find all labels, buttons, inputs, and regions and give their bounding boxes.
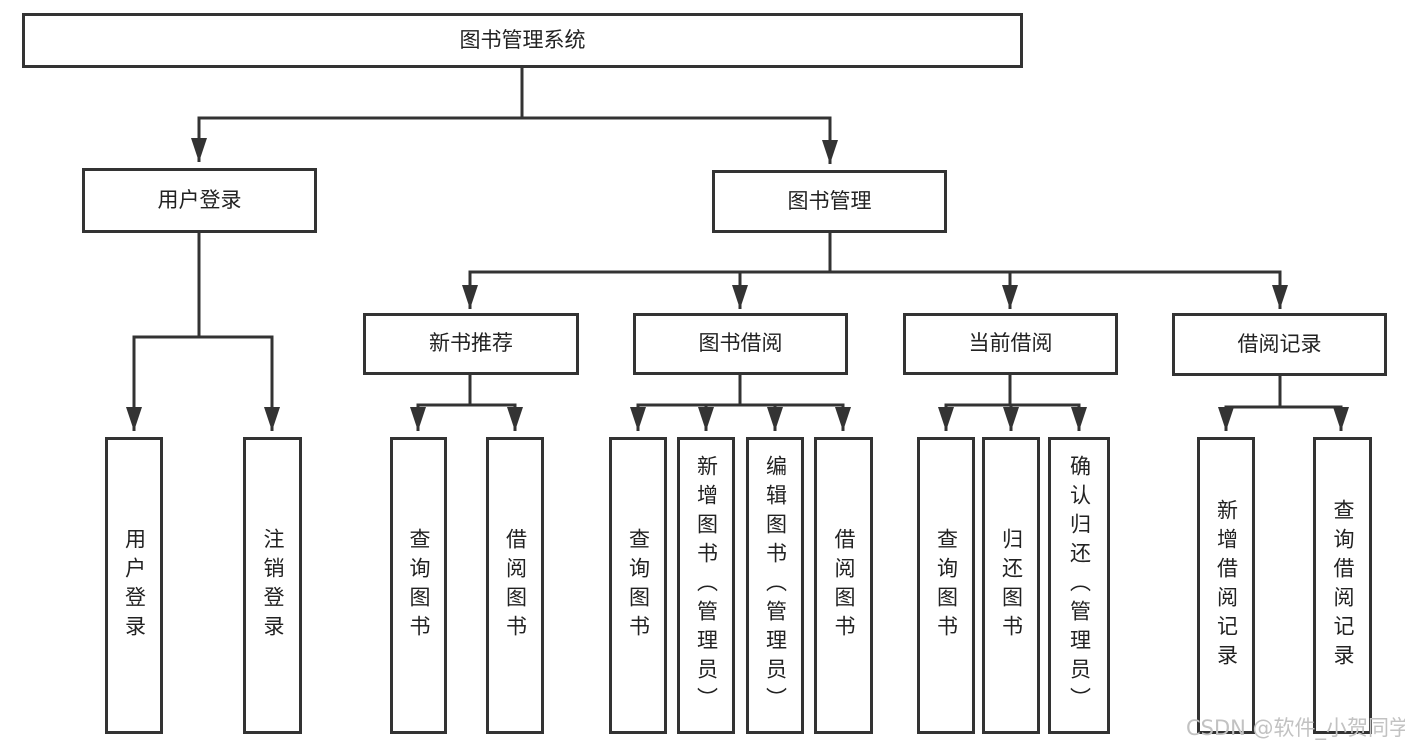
node-user-login-action: 用户登录	[105, 437, 163, 734]
node-label: 新增图书（管理员）	[694, 455, 719, 716]
node-label: 借阅图书	[832, 527, 856, 644]
node-label: 图书借阅	[698, 331, 783, 356]
node-book-borrowing: 图书借阅	[633, 313, 848, 375]
node-label: 用户登录	[122, 527, 147, 644]
node-borrow-books-recommend: 借阅图书	[486, 437, 544, 734]
node-label: 编辑图书（管理员）	[763, 455, 788, 716]
node-query-books-current: 查询图书	[917, 437, 975, 734]
node-borrow-books-borrowing: 借阅图书	[814, 437, 873, 734]
node-current-borrowing: 当前借阅	[903, 313, 1118, 375]
node-label: 借阅图书	[503, 527, 528, 644]
node-query-books-recommend: 查询图书	[390, 437, 447, 734]
node-borrowing-records: 借阅记录	[1172, 313, 1387, 376]
node-label: 查询图书	[934, 527, 959, 644]
node-add-book-admin: 新增图书（管理员）	[677, 437, 735, 734]
node-label: 新书推荐	[429, 331, 513, 356]
node-label: 查询图书	[626, 527, 651, 644]
node-add-borrow-record: 新增借阅记录	[1197, 437, 1255, 734]
node-book-management: 图书管理	[712, 170, 947, 233]
node-library-management-system: 图书管理系统	[22, 13, 1023, 68]
node-return-books: 归还图书	[982, 437, 1040, 734]
node-label: 归还图书	[999, 527, 1024, 644]
node-label: 图书管理系统	[459, 27, 586, 52]
node-label: 新增借阅记录	[1214, 498, 1239, 673]
node-label: 图书管理	[787, 188, 872, 213]
node-label: 查询图书	[407, 527, 431, 644]
node-user-login: 用户登录	[82, 168, 317, 233]
node-label: 用户登录	[157, 187, 242, 212]
node-edit-book-admin: 编辑图书（管理员）	[746, 437, 804, 734]
node-label: 当前借阅	[968, 331, 1053, 356]
node-confirm-return-admin: 确认归还（管理员）	[1048, 437, 1110, 734]
node-new-book-recommendation: 新书推荐	[363, 313, 579, 375]
node-query-borrow-record: 查询借阅记录	[1313, 437, 1372, 734]
node-label: 确认归还（管理员）	[1067, 455, 1092, 716]
node-label: 借阅记录	[1237, 331, 1322, 356]
node-label: 注销登录	[261, 527, 285, 644]
node-label: 查询借阅记录	[1331, 498, 1355, 673]
node-query-books-borrowing: 查询图书	[609, 437, 667, 734]
watermark-text: CSDN @软件_小贺同学	[1186, 716, 1405, 740]
node-logout-action: 注销登录	[243, 437, 302, 734]
